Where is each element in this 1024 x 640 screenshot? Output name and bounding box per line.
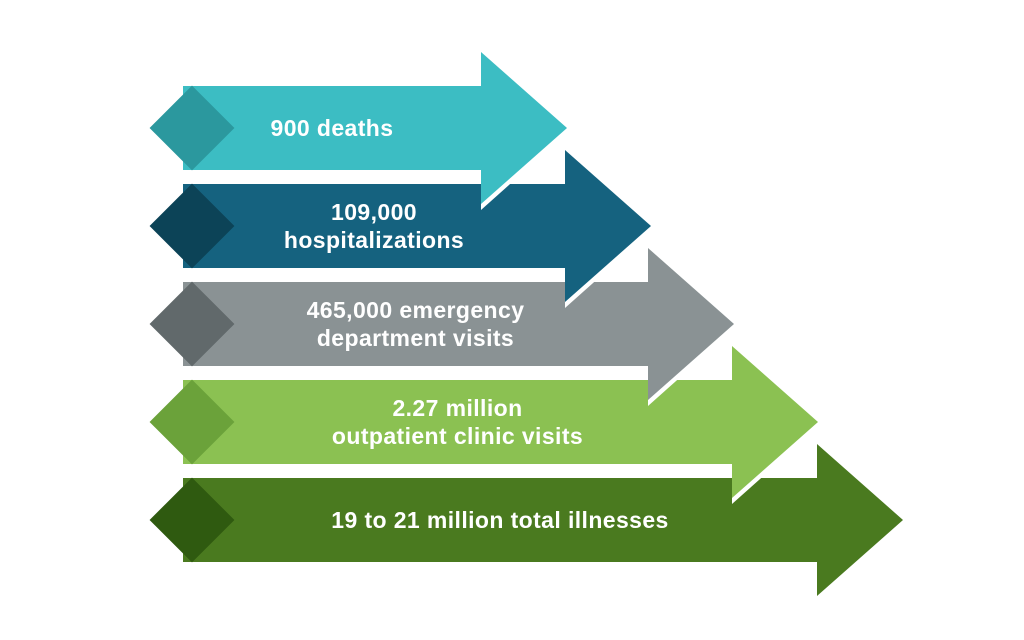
arrow-label-line1: 19 to 21 million total illnesses xyxy=(331,507,669,533)
arrow-body: 2.27 million outpatient clinic visits xyxy=(183,380,732,464)
arrow-label: 900 deaths xyxy=(271,114,394,142)
arrow-label-line1: 2.27 million xyxy=(392,395,523,421)
arrow-head-icon xyxy=(565,150,651,302)
arrow-label: 19 to 21 million total illnesses xyxy=(331,506,668,534)
arrow-head-outline xyxy=(817,438,909,602)
arrow-label: 465,000 emergency department visits xyxy=(307,296,525,352)
arrow-label: 2.27 million outpatient clinic visits xyxy=(332,394,583,450)
arrow-label-line1: 465,000 emergency xyxy=(306,297,525,323)
arrow-head-icon xyxy=(648,248,734,400)
arrow-label-line1: 109,000 xyxy=(331,199,417,225)
arrow-head-icon xyxy=(817,444,903,596)
arrow-body: 465,000 emergency department visits xyxy=(183,282,648,366)
arrow-head-icon xyxy=(732,346,818,498)
arrow-label-line2: outpatient clinic visits xyxy=(331,423,584,449)
arrow-label-line2: department visits xyxy=(316,325,515,351)
arrow-label: 109,000 hospitalizations xyxy=(284,198,464,254)
arrow-head-icon xyxy=(481,52,567,204)
arrow-body: 19 to 21 million total illnesses xyxy=(183,478,817,562)
arrow-label-line1: 900 deaths xyxy=(270,115,394,141)
arrow-label-line2: hospitalizations xyxy=(283,227,465,253)
arrow-body: 109,000 hospitalizations xyxy=(183,184,565,268)
